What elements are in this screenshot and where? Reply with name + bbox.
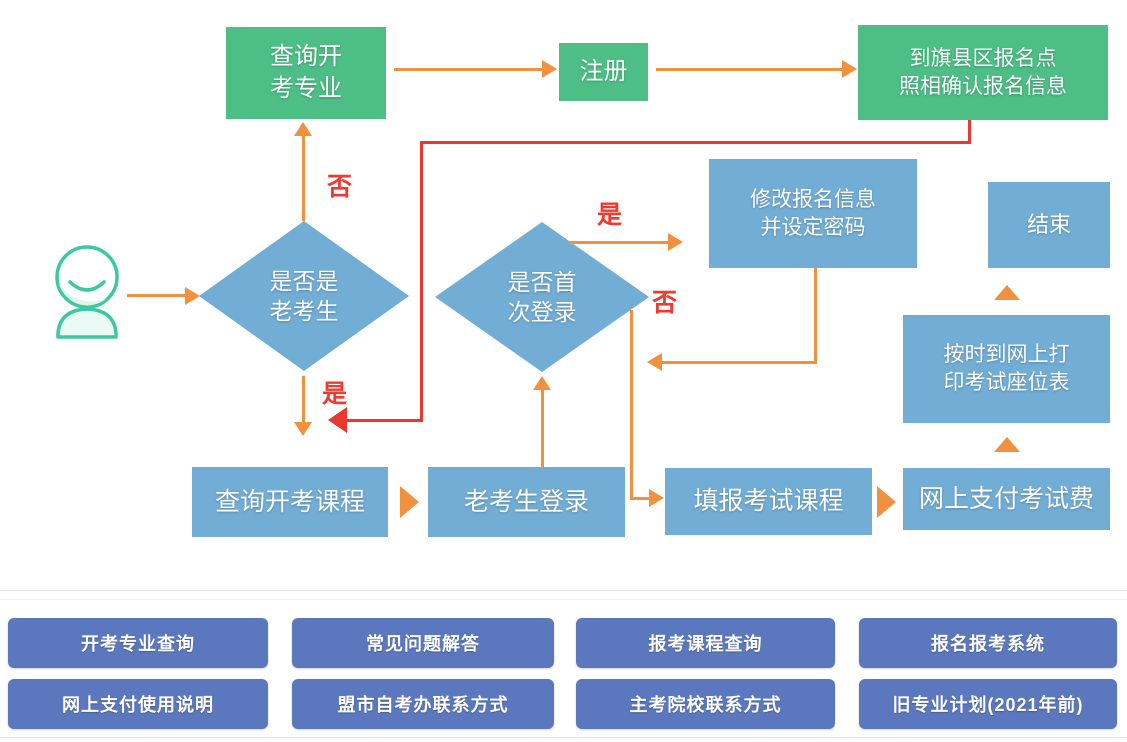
chevron-up-icon bbox=[994, 437, 1020, 452]
node-modify-info-set-password: 修改报名信息 并设定密码 bbox=[709, 159, 917, 268]
node-register: 注册 bbox=[559, 43, 648, 101]
connector-decision1-no-up bbox=[302, 135, 305, 221]
arrowhead-right-icon bbox=[842, 60, 857, 78]
node-confirm-at-registration-site: 到旗县区报名点 照相确认报名信息 bbox=[858, 25, 1108, 120]
examinee-person-icon bbox=[55, 245, 119, 339]
chevron-right-icon bbox=[400, 486, 419, 518]
node-print-seat-table: 按时到网上打 印考试座位表 bbox=[903, 315, 1110, 423]
chevron-right-icon bbox=[877, 486, 896, 518]
chevron-up-icon bbox=[994, 285, 1020, 300]
link-faq[interactable]: 常见问题解答 bbox=[292, 618, 554, 668]
decision-label-line: 是否首 bbox=[507, 268, 577, 295]
arrowhead-down-icon bbox=[294, 422, 312, 436]
decision-is-old-examinee: 是否是 老考生 bbox=[199, 221, 409, 371]
connector-login-to-decision2 bbox=[541, 389, 544, 467]
node-label-line: 查询开 bbox=[270, 43, 342, 71]
branch-label-no-2: 否 bbox=[652, 289, 678, 317]
connector-decision1-yes-down bbox=[302, 376, 305, 422]
branch-label-no-1: 否 bbox=[327, 173, 353, 201]
link-registration-system[interactable]: 报名报考系统 bbox=[859, 618, 1117, 668]
red-connector-bottom bbox=[346, 419, 423, 422]
link-online-payment-guide[interactable]: 网上支付使用说明 bbox=[8, 679, 268, 729]
red-connector-across bbox=[420, 141, 971, 144]
node-pay-exam-fee-online: 网上支付考试费 bbox=[903, 468, 1110, 530]
node-label-line: 到旗县区报名点 bbox=[909, 46, 1057, 70]
connector-decision2-no-down bbox=[630, 310, 633, 498]
connector-person-to-decision1 bbox=[127, 294, 185, 297]
node-label-line: 修改报名信息 bbox=[750, 187, 876, 211]
branch-label-yes-1: 是 bbox=[322, 380, 348, 408]
connector-decision2-no-right bbox=[630, 497, 649, 500]
arrowhead-up-icon bbox=[294, 122, 312, 136]
node-query-open-courses: 查询开考课程 bbox=[192, 467, 388, 537]
decision-label-line: 老考生 bbox=[269, 298, 339, 324]
connector-modify-feedback-left bbox=[662, 361, 817, 364]
decision-label-line: 次登录 bbox=[507, 299, 577, 325]
node-label-line: 考专业 bbox=[270, 75, 342, 102]
link-old-major-plan[interactable]: 旧专业计划(2021年前) bbox=[859, 679, 1117, 729]
arrowhead-right-icon bbox=[185, 287, 200, 305]
connector-register-to-confirm bbox=[656, 68, 842, 71]
node-query-open-majors: 查询开 考专业 bbox=[226, 27, 386, 119]
divider bbox=[0, 590, 1127, 591]
node-old-examinee-login: 老考生登录 bbox=[428, 467, 625, 537]
red-connector-vertical bbox=[420, 141, 423, 422]
arrowhead-right-icon bbox=[649, 489, 664, 507]
arrowhead-left-icon bbox=[647, 353, 662, 371]
link-league-city-contacts[interactable]: 盟市自考办联系方式 bbox=[292, 679, 554, 729]
decision-label-line: 是否是 bbox=[269, 267, 339, 294]
node-label: 老考生登录 bbox=[463, 487, 589, 516]
node-label: 填报考试课程 bbox=[693, 487, 844, 515]
node-label: 注册 bbox=[579, 58, 628, 86]
node-label: 网上支付考试费 bbox=[918, 484, 1094, 513]
connector-modify-feedback-down bbox=[814, 268, 817, 364]
link-host-college-contacts[interactable]: 主考院校联系方式 bbox=[576, 679, 835, 729]
node-label: 结束 bbox=[1026, 212, 1071, 238]
node-label-line: 按时到网上打 bbox=[943, 343, 1070, 367]
decision-is-first-login: 是否首 次登录 bbox=[435, 222, 649, 372]
node-label-line: 并设定密码 bbox=[760, 215, 866, 239]
node-fill-exam-courses: 填报考试课程 bbox=[665, 468, 872, 535]
link-course-query[interactable]: 报考课程查询 bbox=[576, 618, 835, 668]
arrowhead-right-icon bbox=[542, 60, 557, 78]
connector-decision2-yes bbox=[568, 241, 668, 244]
arrowhead-up-icon bbox=[533, 376, 551, 390]
branch-label-yes-2: 是 bbox=[597, 201, 623, 229]
node-label: 查询开考课程 bbox=[214, 487, 365, 516]
arrowhead-right-icon bbox=[668, 233, 683, 251]
red-arrowhead-left-icon bbox=[328, 407, 347, 433]
node-label-line: 印考试座位表 bbox=[943, 371, 1070, 394]
divider bbox=[0, 737, 1127, 738]
connector-majors-to-register bbox=[394, 68, 542, 71]
divider bbox=[0, 599, 1127, 600]
link-open-majors-query[interactable]: 开考专业查询 bbox=[8, 618, 268, 668]
node-end: 结束 bbox=[988, 182, 1110, 268]
node-label-line: 照相确认报名信息 bbox=[899, 74, 1067, 98]
red-connector-down bbox=[968, 120, 971, 144]
